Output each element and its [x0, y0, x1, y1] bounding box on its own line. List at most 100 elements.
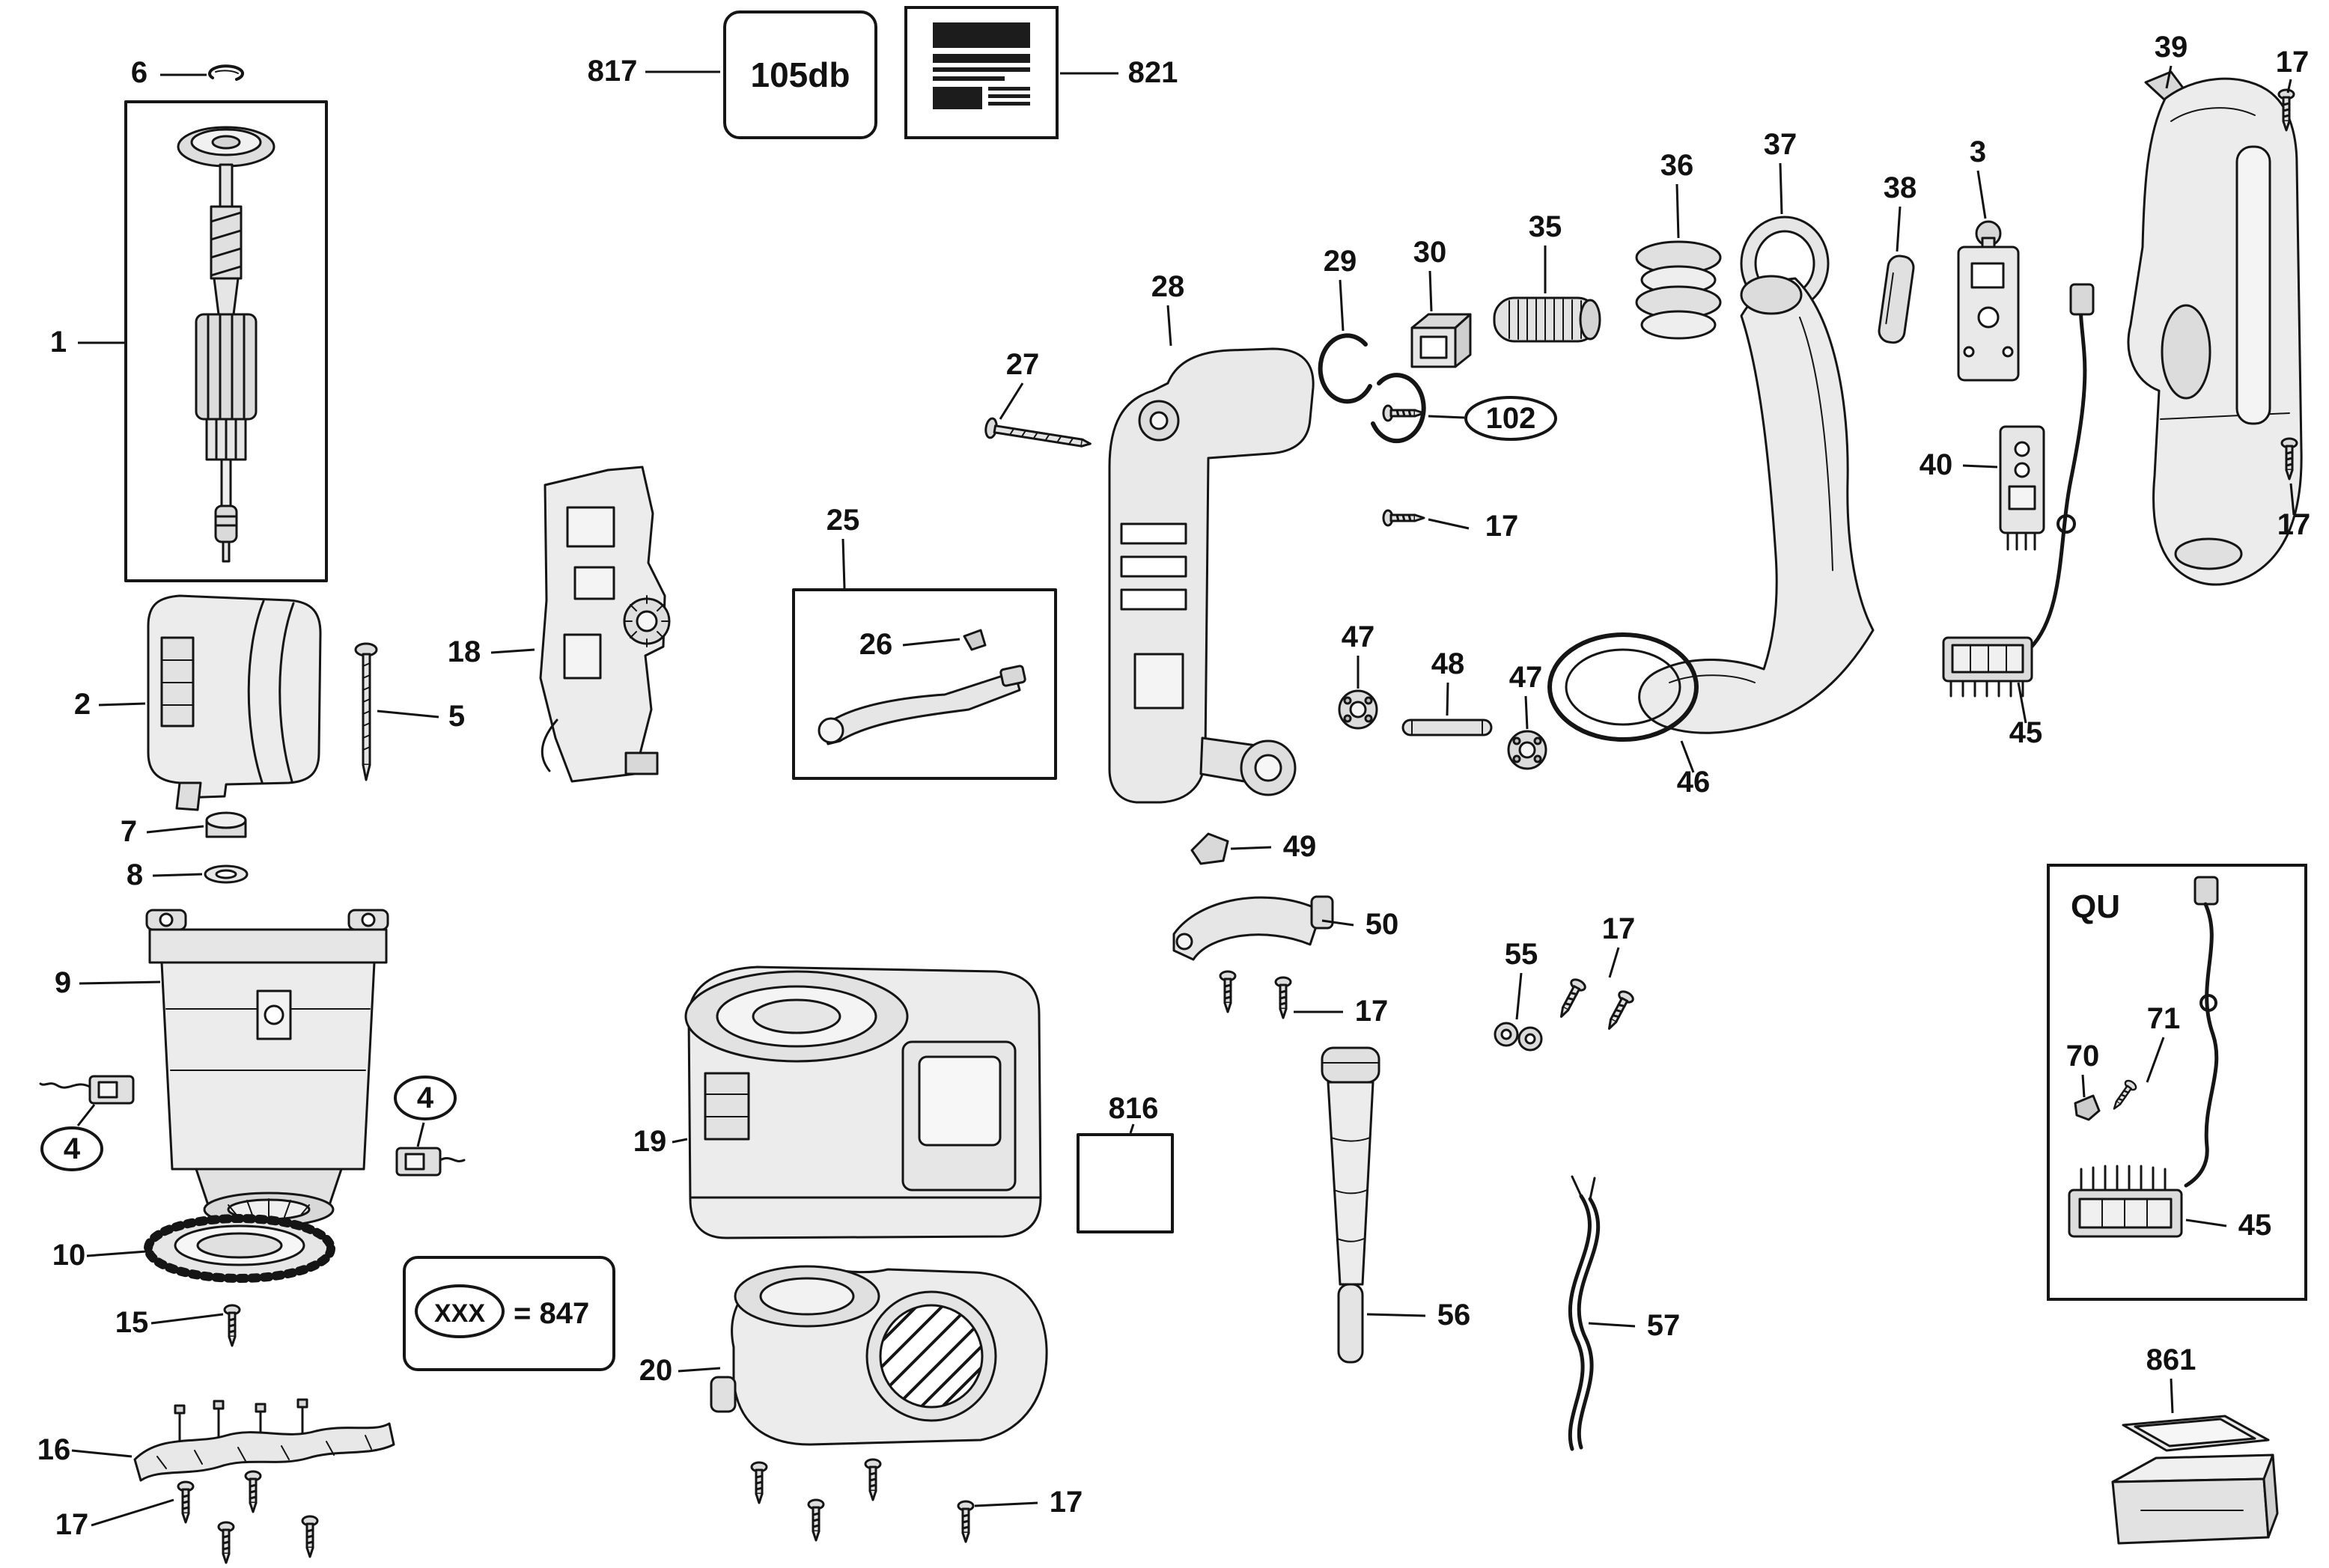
- callout-17: 17: [1602, 912, 1636, 945]
- leader-line-4: [416, 1122, 425, 1147]
- leader-line-39: [2165, 65, 2173, 89]
- part-8-washer: [204, 864, 249, 884]
- leader-line-10: [86, 1250, 147, 1257]
- callout-46: 46: [1677, 766, 1711, 799]
- part-48-pin: [1401, 719, 1493, 736]
- leader-line-70: [2081, 1074, 2086, 1098]
- leader-line-56: [1366, 1313, 1426, 1317]
- part-26-clip: [963, 629, 987, 651]
- callout-102: 102: [1486, 402, 1536, 435]
- callout-19: 19: [633, 1125, 667, 1158]
- leader-line-17: [91, 1498, 174, 1527]
- leader-line-3: [1976, 170, 1987, 219]
- callout-55: 55: [1505, 938, 1538, 971]
- leader-line-25: [841, 538, 846, 589]
- part-6-retaining-ring: [208, 64, 245, 81]
- part-2-field: [147, 594, 322, 811]
- part-25-lever-assembly: [792, 588, 1057, 780]
- part-17-screws-left: [177, 1470, 319, 1564]
- callout-17: 17: [2276, 46, 2310, 79]
- callout-9: 9: [55, 966, 71, 999]
- db-rating-text: 105db: [751, 55, 850, 94]
- callout-20: 20: [639, 1354, 673, 1387]
- callout-8: 8: [127, 858, 143, 891]
- leader-line-9: [79, 980, 161, 985]
- callout-4: 4: [64, 1132, 81, 1165]
- part-10-ring-gear: [144, 1214, 335, 1283]
- callout-oval-102: [1464, 396, 1557, 441]
- callout-39: 39: [2155, 31, 2188, 64]
- part-46-gasket: [1547, 632, 1699, 742]
- callout-17: 17: [2277, 508, 2311, 541]
- box-xxx-847: [403, 1256, 615, 1371]
- leader-line-17: [1608, 947, 1620, 978]
- leader-line-40: [1962, 464, 1998, 469]
- leader-line-57: [1588, 1322, 1636, 1328]
- leader-line-17: [974, 1501, 1038, 1507]
- part-35-grip-cylinder: [1493, 296, 1601, 343]
- leader-line-36: [1675, 183, 1680, 239]
- box-qu: [2047, 864, 2307, 1301]
- part-17-screw-mid: [1382, 509, 1425, 527]
- callout-30: 30: [1413, 236, 1447, 269]
- callout-5: 5: [448, 700, 465, 733]
- callout-35: 35: [1529, 210, 1562, 243]
- callout-57: 57: [1647, 1309, 1681, 1342]
- part-qu-harness: [2184, 876, 2219, 1188]
- part-45-connector: [1942, 283, 2095, 698]
- leader-line-4: [76, 1104, 96, 1126]
- part-5-screw: [354, 642, 378, 781]
- callout-71: 71: [2147, 1002, 2181, 1035]
- callout-821: 821: [1128, 56, 1178, 89]
- part-17-screws-near-55: [1553, 976, 1637, 1034]
- part-37-ring: [1740, 216, 1830, 311]
- part-45-connector-qu: [2068, 1165, 2183, 1238]
- part-816-label-plate: [1077, 1133, 1174, 1233]
- leader-line-45: [2185, 1218, 2227, 1227]
- callout-29: 29: [1324, 245, 1357, 278]
- callout-3: 3: [1970, 135, 1986, 168]
- part-55-grommet: [1494, 1022, 1543, 1052]
- part-16-baffle: [133, 1398, 395, 1482]
- part-47-nut-left: [1338, 689, 1378, 730]
- callout-38: 38: [1884, 171, 1917, 204]
- leader-line-5: [377, 710, 439, 719]
- part-3-switch: [1957, 220, 2020, 382]
- leader-line-861: [2170, 1378, 2174, 1414]
- callout-37: 37: [1764, 128, 1797, 161]
- leader-line-46: [1680, 740, 1695, 773]
- callout-4: 4: [417, 1082, 434, 1114]
- callout-27: 27: [1006, 348, 1040, 381]
- callout-49: 49: [1283, 830, 1317, 863]
- callout-6: 6: [131, 56, 147, 89]
- part-36-boot: [1635, 240, 1722, 340]
- leader-line-45: [2017, 682, 2027, 724]
- leader-line-18: [490, 648, 535, 654]
- callout-17: 17: [55, 1508, 89, 1541]
- leader-line-26: [902, 638, 960, 647]
- callout-48: 48: [1431, 647, 1465, 680]
- callout-17: 17: [1485, 510, 1519, 543]
- part-20-cover: [710, 1265, 1048, 1446]
- leader-line-37: [1779, 162, 1783, 215]
- part-57-cord: [1568, 1175, 1601, 1451]
- part-27-screw-long: [984, 417, 1092, 448]
- leader-line-30: [1428, 270, 1433, 312]
- callout-45: 45: [2009, 716, 2043, 749]
- leader-line-816: [1129, 1123, 1135, 1134]
- part-1-armature: [124, 100, 328, 582]
- leader-line-48: [1446, 682, 1449, 716]
- callout-861: 861: [2146, 1343, 2196, 1376]
- leader-line-19: [672, 1138, 688, 1144]
- eq847-text: = 847: [514, 1297, 589, 1330]
- callout-50: 50: [1366, 908, 1399, 941]
- leader-line-38: [1896, 206, 1902, 252]
- callout-47: 47: [1509, 661, 1543, 694]
- part-70-clip: [2074, 1094, 2101, 1121]
- part-19-housing: [684, 965, 1042, 1239]
- part-17-screws-below-50: [1219, 970, 1292, 1019]
- callout-oval-4: [40, 1126, 103, 1171]
